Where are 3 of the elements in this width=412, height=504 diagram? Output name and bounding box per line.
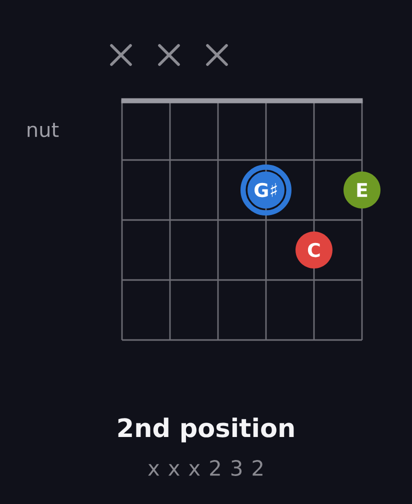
fingering-text: x x x 2 3 2: [148, 460, 262, 476]
chord-title: 2nd position: [118, 418, 294, 442]
nut-label: nut: [28, 122, 59, 138]
